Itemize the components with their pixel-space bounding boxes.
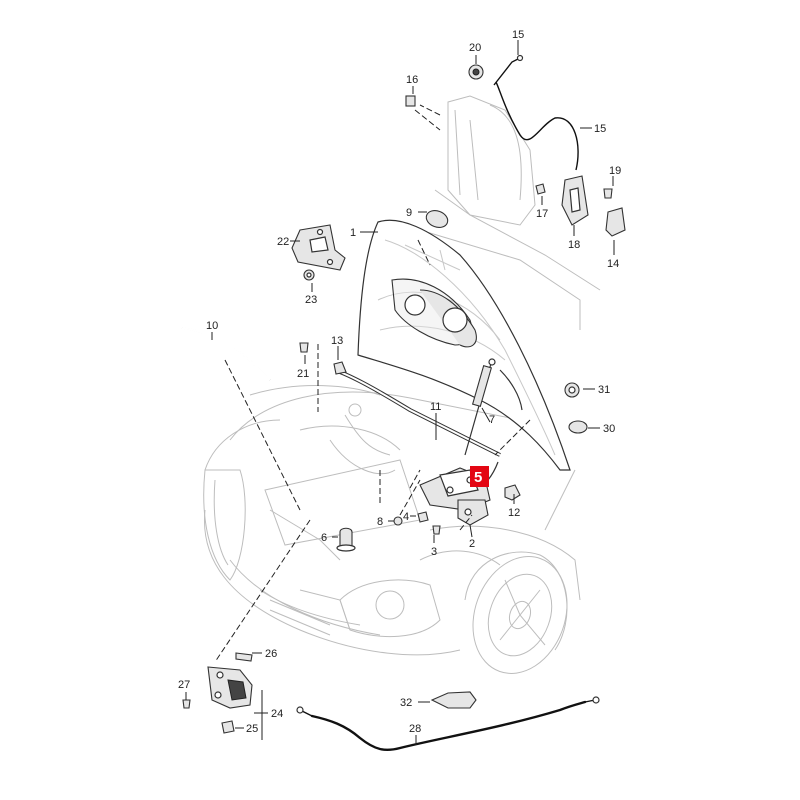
callout-9: 9 bbox=[406, 207, 412, 219]
callout-2: 2 bbox=[469, 538, 475, 550]
reference-lines bbox=[214, 104, 531, 663]
release-cable-28 bbox=[296, 691, 600, 752]
small-hardware bbox=[182, 64, 613, 734]
callout-20: 20 bbox=[469, 42, 481, 54]
hood-lock-24 bbox=[207, 666, 253, 709]
gas-strut bbox=[464, 358, 496, 456]
callout-32: 32 bbox=[400, 697, 412, 709]
callout-23: 23 bbox=[305, 294, 317, 306]
callout-6: 6 bbox=[321, 532, 327, 544]
callout-21: 21 bbox=[297, 368, 309, 380]
callout-3: 3 bbox=[431, 546, 437, 558]
callout-16: 16 bbox=[406, 74, 418, 86]
callout-15-top: 15 bbox=[512, 29, 524, 41]
highlighted-callout-label: 5 bbox=[474, 469, 482, 486]
callout-12: 12 bbox=[508, 507, 520, 519]
callout-13: 13 bbox=[331, 335, 343, 347]
release-handle-assembly bbox=[561, 175, 626, 237]
highlighted-callout-5[interactable]: 5 bbox=[470, 466, 489, 487]
latch-assembly-22 bbox=[291, 224, 346, 271]
callout-14: 14 bbox=[607, 258, 619, 270]
callout-labels: 1 2 3 4 6 7 8 9 10 11 12 13 14 15 15 16 … bbox=[178, 29, 621, 735]
callout-27: 27 bbox=[178, 679, 190, 691]
callout-19: 19 bbox=[609, 165, 621, 177]
callout-11: 11 bbox=[430, 401, 441, 413]
callout-18: 18 bbox=[568, 239, 580, 251]
callout-10: 10 bbox=[206, 320, 218, 332]
hood-panel bbox=[357, 219, 571, 471]
car-body-outline bbox=[203, 95, 601, 674]
callout-22: 22 bbox=[277, 236, 289, 248]
callout-24: 24 bbox=[271, 708, 283, 720]
callout-17: 17 bbox=[536, 208, 548, 220]
hood-seal bbox=[181, 327, 271, 381]
callout-4: 4 bbox=[403, 511, 409, 523]
callout-8: 8 bbox=[377, 516, 383, 528]
release-cable-15 bbox=[493, 54, 579, 171]
leader-lines bbox=[185, 40, 615, 745]
callout-15-side: 15 bbox=[594, 123, 606, 135]
callout-26: 26 bbox=[265, 648, 277, 660]
callout-7: 7 bbox=[489, 414, 495, 426]
callout-25: 25 bbox=[246, 723, 258, 735]
callout-28: 28 bbox=[409, 723, 421, 735]
callout-31: 31 bbox=[598, 384, 610, 396]
callout-30: 30 bbox=[603, 423, 615, 435]
callout-1: 1 bbox=[350, 227, 356, 239]
